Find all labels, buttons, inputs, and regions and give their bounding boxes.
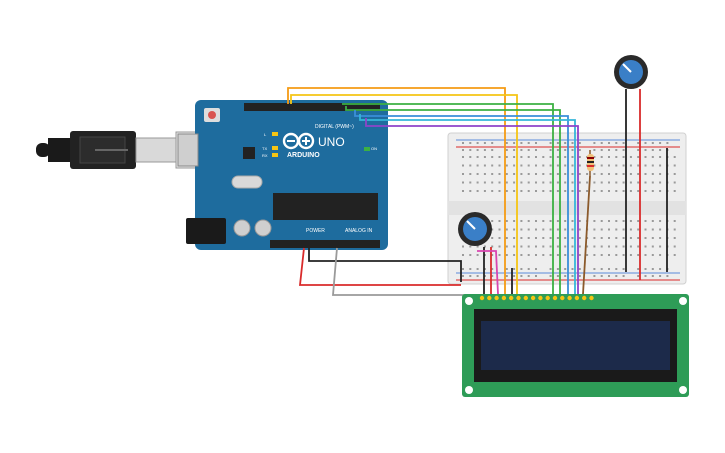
power-header-label: POWER xyxy=(306,228,325,234)
arduino-board[interactable]: ARDUINO UNO DIGITAL (PWM~) POWER ANALOG … xyxy=(177,100,388,250)
arduino-brand-label: ARDUINO xyxy=(287,152,320,159)
potentiometer-top[interactable] xyxy=(614,55,648,89)
wire xyxy=(287,87,506,294)
potentiometer-board[interactable] xyxy=(458,212,492,246)
wire xyxy=(332,247,494,296)
led-rx-label: RX xyxy=(262,153,268,158)
wire xyxy=(354,110,569,294)
lcd-pin xyxy=(567,295,572,301)
wire xyxy=(477,250,499,295)
wire xyxy=(290,94,518,294)
lcd-pin xyxy=(538,295,543,301)
lcd-pin xyxy=(589,295,594,301)
wire xyxy=(345,106,561,294)
lcd-pin xyxy=(552,295,558,301)
power-jack xyxy=(186,218,226,244)
usb-cable-icon[interactable] xyxy=(36,131,199,169)
lcd-pin xyxy=(494,295,499,301)
led-tx-label: TX xyxy=(262,146,267,151)
wire xyxy=(342,103,554,294)
lcd-pin xyxy=(545,295,550,301)
lcd-display[interactable] xyxy=(462,294,689,397)
lcd-pin xyxy=(582,295,587,301)
wires[interactable] xyxy=(287,87,668,296)
arduino-model-label: UNO xyxy=(318,135,345,149)
led-l-label: L xyxy=(264,132,267,137)
lcd-pin xyxy=(516,295,521,301)
power-analog-header xyxy=(270,240,380,248)
lcd-pin xyxy=(560,295,565,301)
lcd-screen xyxy=(481,321,670,370)
lcd-pin xyxy=(487,295,492,301)
lcd-pin xyxy=(509,295,514,301)
digital-header xyxy=(244,103,380,111)
led-on-label: ON xyxy=(371,146,377,151)
lcd-pin xyxy=(530,295,536,301)
resistor-icon[interactable] xyxy=(587,150,594,176)
lcd-pin xyxy=(523,295,528,301)
wire xyxy=(582,175,591,295)
arduino-logo-icon xyxy=(282,132,315,150)
wire xyxy=(308,248,462,282)
wire xyxy=(298,247,461,286)
wire xyxy=(365,118,579,294)
analog-header-label: ANALOG IN xyxy=(345,228,373,234)
atmega-chip xyxy=(273,193,378,220)
wire xyxy=(359,114,576,294)
digital-header-label: DIGITAL (PWM~) xyxy=(315,124,354,130)
lcd-pin xyxy=(479,295,485,301)
lcd-pin xyxy=(501,295,507,301)
lcd-pin xyxy=(574,295,580,301)
